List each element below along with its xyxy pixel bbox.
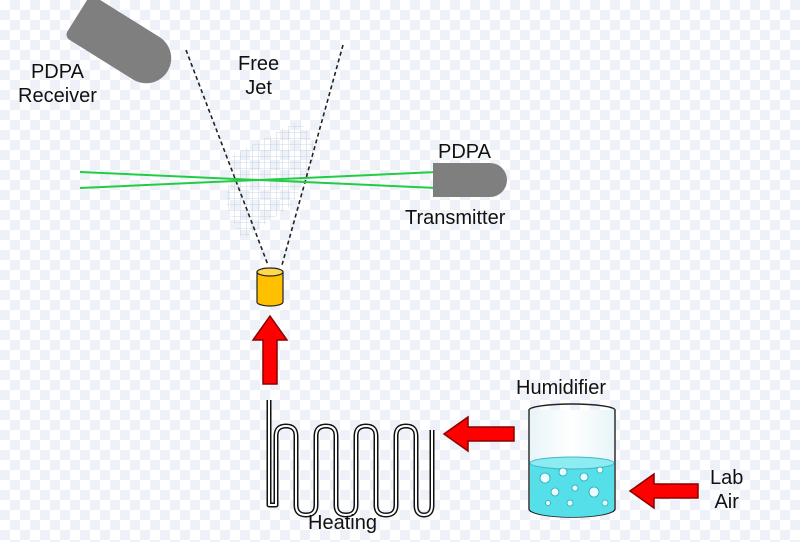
flow-arrow-left-air [628,472,699,510]
air-line2: Air [714,491,739,513]
jet-line1: Free [238,53,280,75]
humidifier-label: Humidifier [516,377,607,399]
nozzle-icon [256,267,284,307]
lab-air-label: Lab Air [710,466,743,514]
free-jet-cone [185,44,344,266]
free-jet-label: Free Jet [238,52,279,100]
laser-beams [79,171,438,189]
humidifier-beaker-icon [528,403,616,518]
air-line1: Lab [710,467,744,489]
pdpa-transmitter-icon [433,163,507,197]
pdpa-receiver-icon [66,0,172,84]
pdpa-transmitter-label-top: PDPA [438,141,491,163]
jet-line2: Jet [245,77,272,99]
flow-arrow-up [251,314,289,385]
receiver-line2: Receiver [18,85,97,107]
heating-coil-icon [266,400,435,518]
flow-arrow-left-humidifier [442,415,515,453]
pdpa-receiver-label: PDPA Receiver [18,60,97,108]
pdpa-transmitter-label-bottom: Transmitter [405,207,506,229]
heating-label: Heating [308,512,377,534]
receiver-line1: PDPA [30,61,84,83]
water-bubbles [539,466,609,507]
